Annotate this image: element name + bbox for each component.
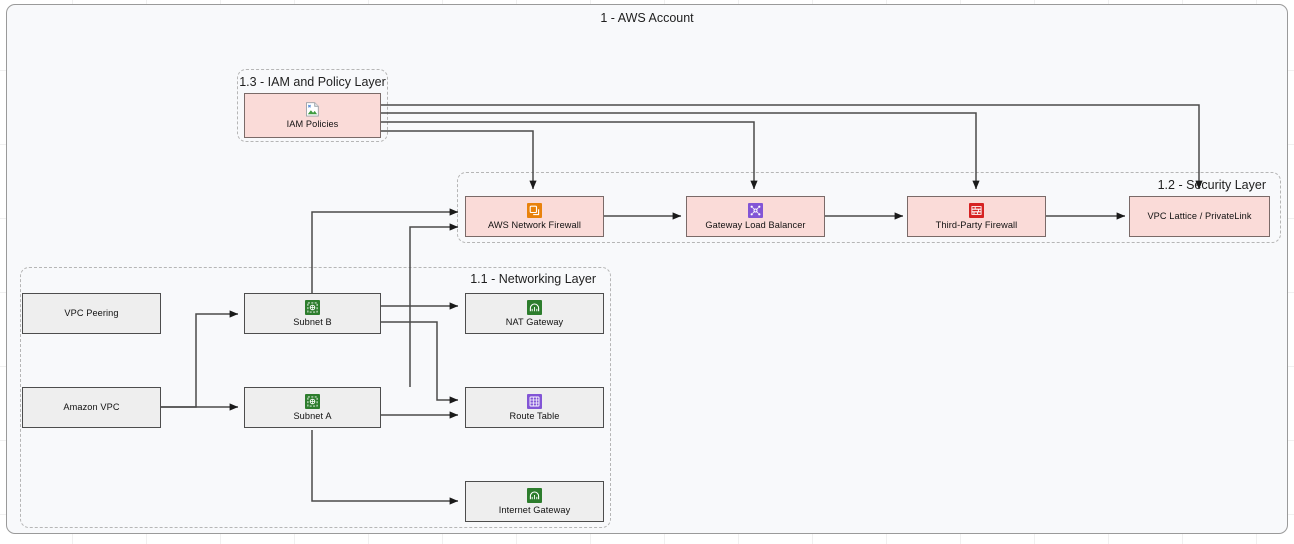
node-iam-policies-label: IAM Policies: [286, 119, 339, 129]
broken-image-icon: [305, 101, 321, 117]
container-aws-account[interactable]: 1 - AWS Account: [6, 4, 1288, 534]
container-security-layer-title: 1.2 - Security Layer: [1157, 178, 1266, 192]
node-aws-network-firewall-label: AWS Network Firewall: [487, 219, 582, 230]
node-amazon-vpc[interactable]: Amazon VPC: [22, 387, 161, 428]
node-iam-policies[interactable]: IAM Policies: [244, 93, 381, 138]
node-aws-network-firewall[interactable]: AWS Network Firewall: [465, 196, 604, 237]
node-third-party-firewall[interactable]: Third-Party Firewall: [907, 196, 1046, 237]
node-internet-gateway[interactable]: Internet Gateway: [465, 481, 604, 522]
container-networking-layer-title: 1.1 - Networking Layer: [470, 272, 596, 286]
node-vpc-peering-label: VPC Peering: [64, 308, 119, 318]
node-gateway-load-balancer[interactable]: Gateway Load Balancer: [686, 196, 825, 237]
load-balancer-icon: [748, 202, 763, 218]
node-vpc-lattice[interactable]: VPC Lattice / PrivateLink: [1129, 196, 1270, 237]
node-nat-gateway-label: NAT Gateway: [505, 316, 564, 327]
nat-gateway-icon: [527, 299, 542, 315]
subnet-icon: [305, 393, 320, 409]
node-subnet-a-label: Subnet A: [293, 410, 332, 421]
node-gateway-load-balancer-label: Gateway Load Balancer: [705, 219, 806, 230]
internet-gateway-icon: [527, 487, 542, 503]
node-subnet-a[interactable]: Subnet A: [244, 387, 381, 428]
node-amazon-vpc-label: Amazon VPC: [63, 402, 120, 412]
route-table-icon: [527, 393, 542, 409]
container-aws-account-title: 1 - AWS Account: [600, 11, 694, 25]
node-nat-gateway[interactable]: NAT Gateway: [465, 293, 604, 334]
node-route-table-label: Route Table: [509, 410, 560, 421]
node-vpc-lattice-label: VPC Lattice / PrivateLink: [1147, 211, 1252, 221]
node-third-party-firewall-label: Third-Party Firewall: [935, 219, 1018, 230]
network-firewall-icon: [527, 202, 542, 218]
subnet-icon: [305, 299, 320, 315]
node-internet-gateway-label: Internet Gateway: [498, 504, 571, 515]
third-party-firewall-icon: [969, 202, 984, 218]
node-vpc-peering[interactable]: VPC Peering: [22, 293, 161, 334]
container-iam-policy-layer-title: 1.3 - IAM and Policy Layer: [239, 75, 386, 89]
node-subnet-b[interactable]: Subnet B: [244, 293, 381, 334]
node-route-table[interactable]: Route Table: [465, 387, 604, 428]
node-subnet-b-label: Subnet B: [293, 316, 332, 327]
